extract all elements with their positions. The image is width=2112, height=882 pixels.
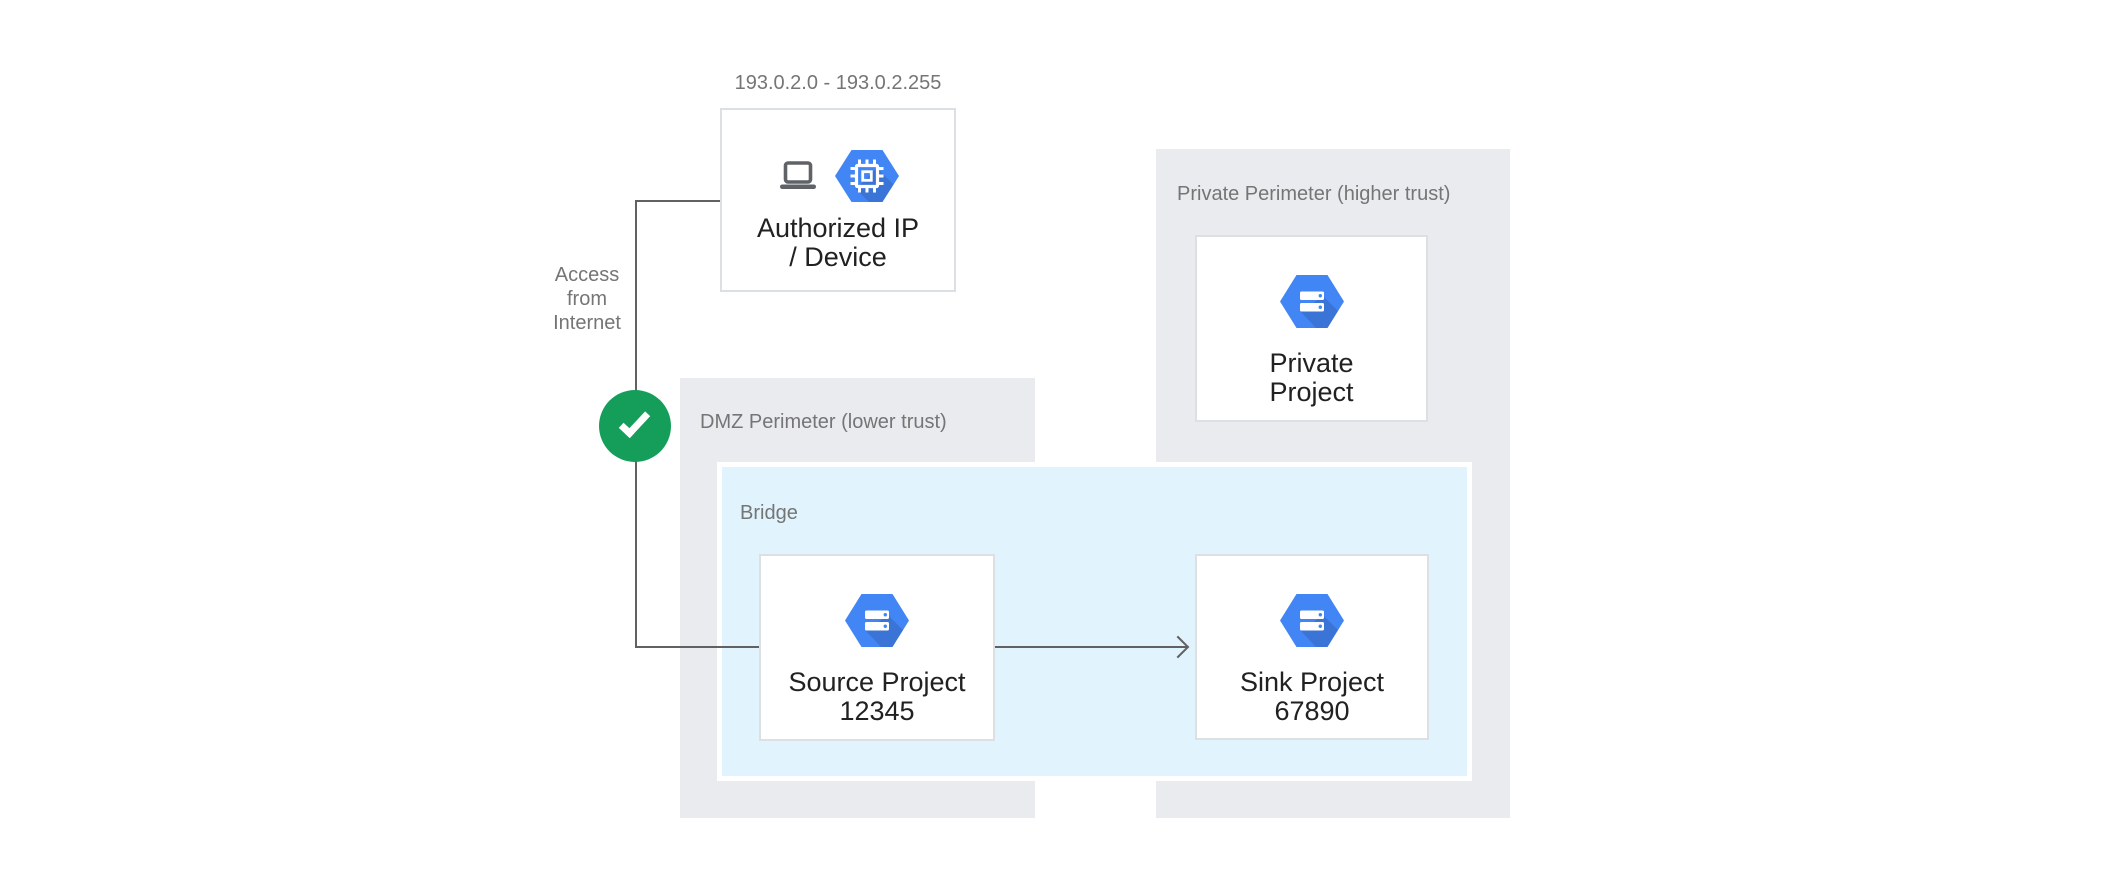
private-project-node: Private Project [1195,235,1428,422]
sink-project-node: Sink Project 67890 [1195,554,1429,740]
access-from-internet-label: Access from Internet [520,263,654,335]
authorized-node-title-line2: / Device [789,242,887,272]
connector-to-source-line [635,646,760,648]
access-label-line: from [567,288,607,310]
source-node-title-line1: Source Project [788,667,966,697]
status-badge [599,390,671,462]
source-project-node: Source Project 12345 [759,554,995,741]
access-label-line: Access [554,264,620,286]
bridge-label: Bridge [740,502,798,524]
source-node-title-line2: 12345 [839,696,915,726]
project-hexagon-icon [1279,275,1344,328]
check-icon [618,405,650,439]
ip-range-label: 193.0.2.0 - 193.0.2.255 [734,72,942,94]
compute-engine-hexagon-icon [834,150,899,202]
source-to-sink-arrow-line [992,646,1188,648]
project-hexagon-icon [845,594,909,647]
dmz-perimeter-label: DMZ Perimeter (lower trust) [700,411,947,433]
sink-node-title-line2: 67890 [1274,696,1350,726]
connector-authorized-stub [636,200,721,202]
private-perimeter-label: Private Perimeter (higher trust) [1177,183,1451,205]
sink-node-title-line1: Sink Project [1239,667,1385,697]
private-node-title-line1: Private [1269,348,1354,378]
access-label-line: Internet [553,312,621,334]
authorized-ip-device-node: Authorized IP / Device [720,108,956,292]
laptop-icon [778,161,818,191]
private-node-title-line2: Project [1269,377,1354,407]
authorized-node-title-line1: Authorized IP [756,213,920,243]
project-hexagon-icon [1280,594,1344,647]
